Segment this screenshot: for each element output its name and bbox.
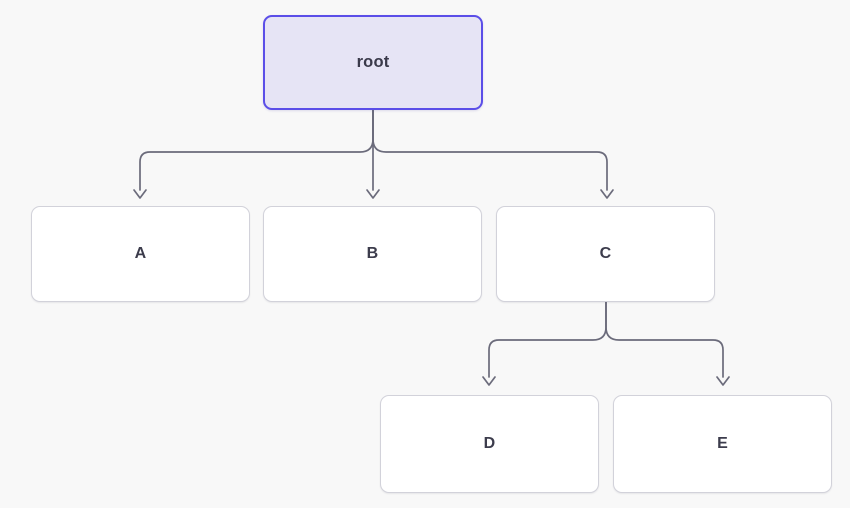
node-c[interactable]: C	[496, 206, 715, 302]
edge-c-to-d	[482, 301, 607, 386]
edge-root-to-a	[133, 109, 374, 199]
edge-c-to-e	[605, 301, 730, 386]
node-label-root: root	[356, 53, 390, 72]
node-root[interactable]: root	[263, 15, 483, 110]
node-label-a: A	[134, 245, 147, 262]
node-b[interactable]: B	[263, 206, 482, 302]
edge-root-to-b	[366, 109, 380, 199]
edge-root-to-c	[372, 109, 614, 199]
node-label-e: E	[717, 435, 728, 452]
node-a[interactable]: A	[31, 206, 250, 302]
node-label-c: C	[599, 245, 612, 262]
arrowhead-icon	[482, 376, 496, 386]
node-label-b: B	[366, 245, 379, 262]
node-label-d: D	[483, 435, 496, 452]
node-d[interactable]: D	[380, 395, 599, 493]
node-e[interactable]: E	[613, 395, 832, 493]
arrowhead-icon	[600, 189, 614, 199]
arrowhead-icon	[133, 189, 147, 199]
arrowhead-icon	[716, 376, 730, 386]
arrowhead-icon	[366, 189, 380, 199]
